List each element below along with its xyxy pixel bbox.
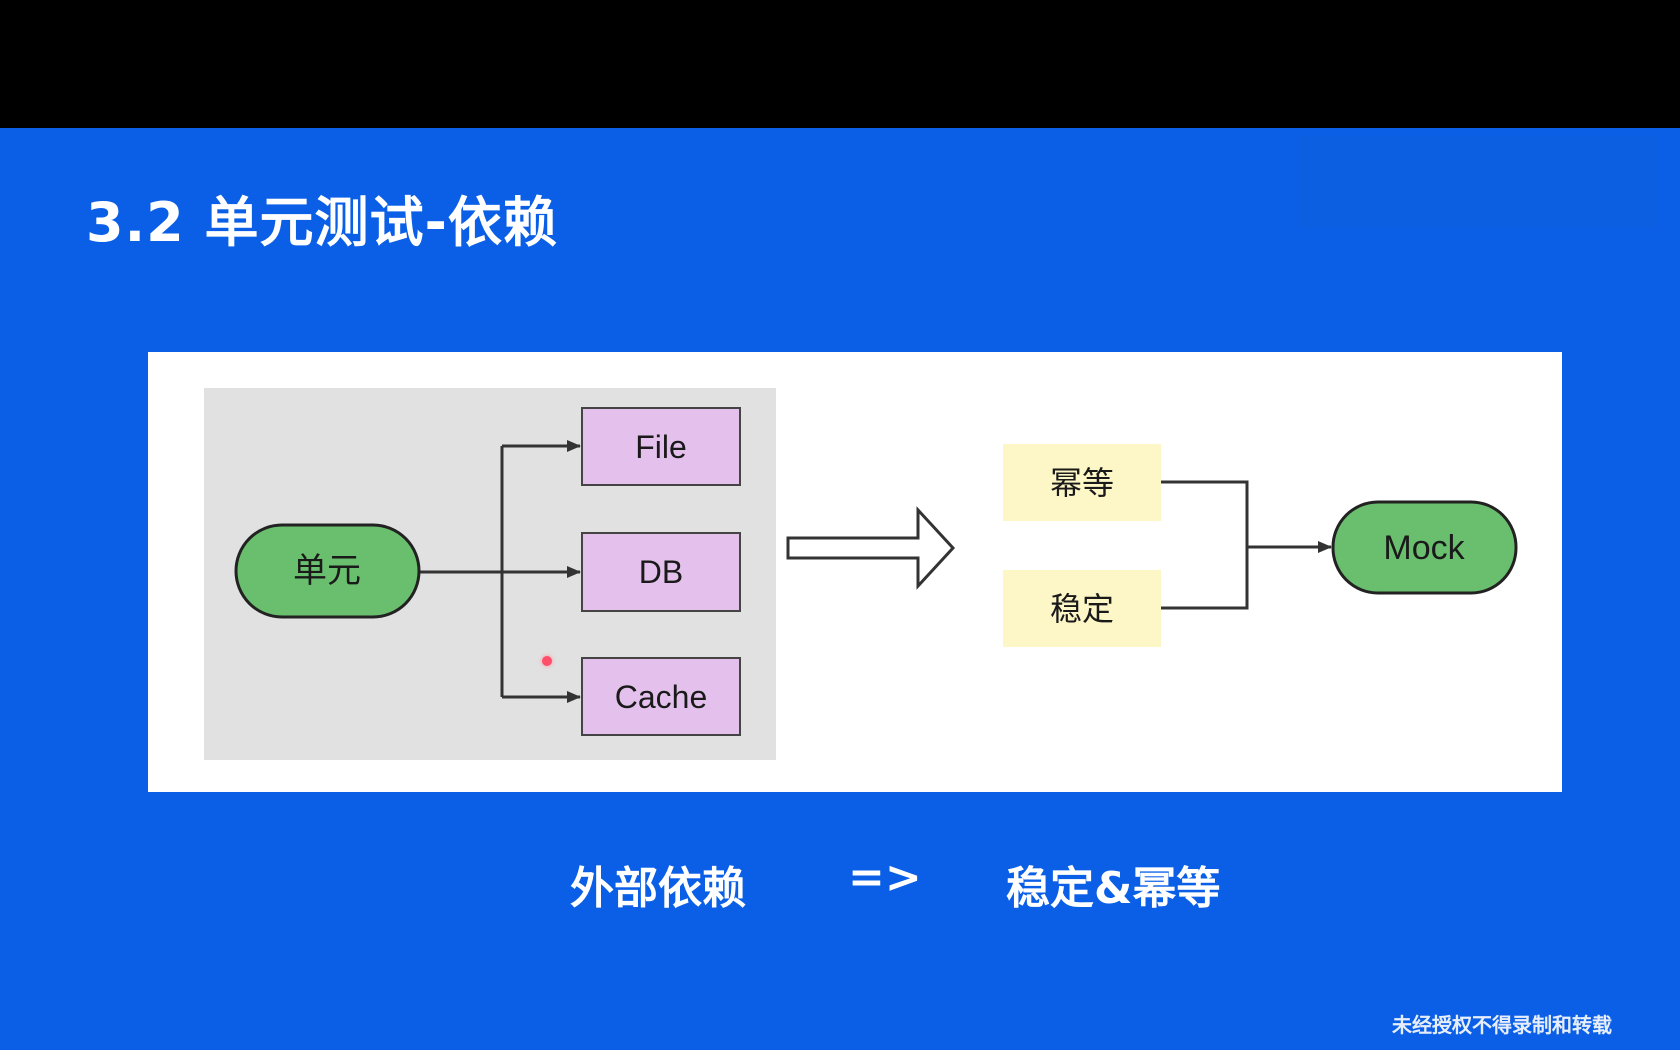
blurred-overlay	[1298, 136, 1658, 228]
mock-label: Mock	[1383, 529, 1465, 567]
db-node: DB	[581, 532, 741, 612]
idempotent-node: 幂等	[1003, 444, 1161, 521]
top-black-bar	[0, 0, 1680, 128]
dependency-diagram: 单元 File DB Cache	[148, 352, 1562, 792]
cache-node: Cache	[581, 657, 741, 736]
unit-node: 单元	[234, 523, 421, 619]
caption-stable-idempotent: 稳定&幂等	[1006, 863, 1221, 914]
idempotent-label: 幂等	[1050, 464, 1114, 502]
dependency-connectors	[419, 440, 581, 703]
watermark-text: 未经授权不得录制和转载	[1392, 1013, 1612, 1037]
db-label: DB	[639, 554, 683, 590]
merge-connectors	[1161, 480, 1332, 610]
diagram-canvas: 单元 File DB Cache	[204, 388, 1518, 760]
unit-label: 单元	[293, 551, 361, 591]
merge-bracket-line	[1161, 480, 1249, 610]
laser-pointer-dot	[542, 656, 552, 666]
file-label: File	[635, 429, 687, 465]
stable-node: 稳定	[1003, 570, 1161, 647]
file-node: File	[581, 407, 741, 486]
presentation-slide: 3.2 单元测试-依赖	[0, 128, 1680, 1050]
slide-title: 3.2 单元测试-依赖	[86, 191, 558, 254]
stable-label: 稳定	[1050, 590, 1114, 628]
caption-arrow: =>	[848, 852, 922, 903]
transition-arrow-icon	[786, 506, 956, 590]
cache-label: Cache	[615, 679, 708, 715]
mock-node: Mock	[1331, 500, 1518, 595]
caption-external-dependency: 外部依赖	[570, 863, 746, 914]
